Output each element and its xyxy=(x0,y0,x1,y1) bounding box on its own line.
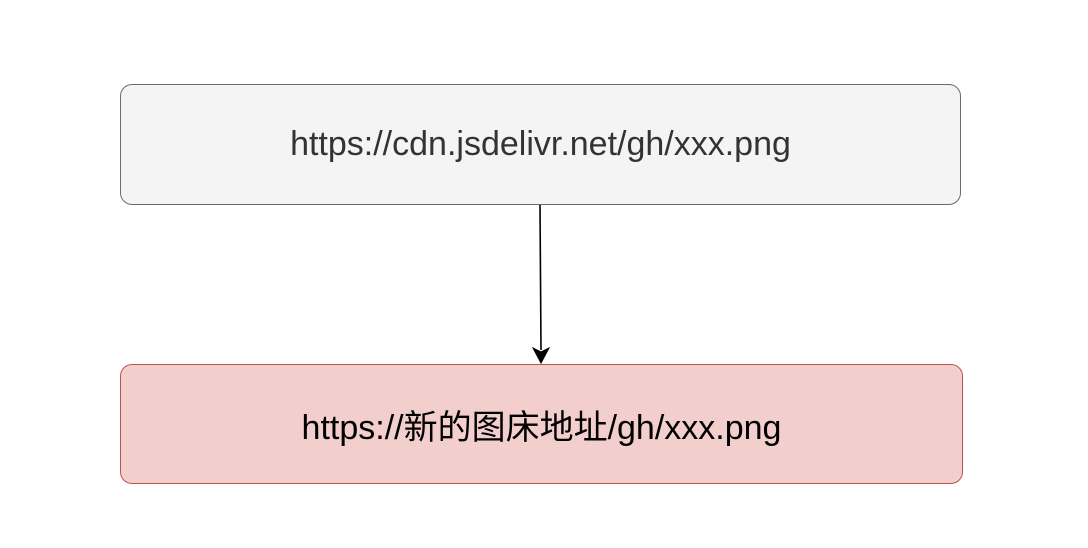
target-url-node: https://新的图床地址/gh/xxx.png xyxy=(120,364,963,484)
source-url-label: https://cdn.jsdelivr.net/gh/xxx.png xyxy=(290,125,791,163)
source-url-node: https://cdn.jsdelivr.net/gh/xxx.png xyxy=(120,84,961,205)
target-url-label: https://新的图床地址/gh/xxx.png xyxy=(301,408,782,447)
arrowhead-icon xyxy=(531,346,551,365)
edge-source-to-target xyxy=(539,204,542,351)
